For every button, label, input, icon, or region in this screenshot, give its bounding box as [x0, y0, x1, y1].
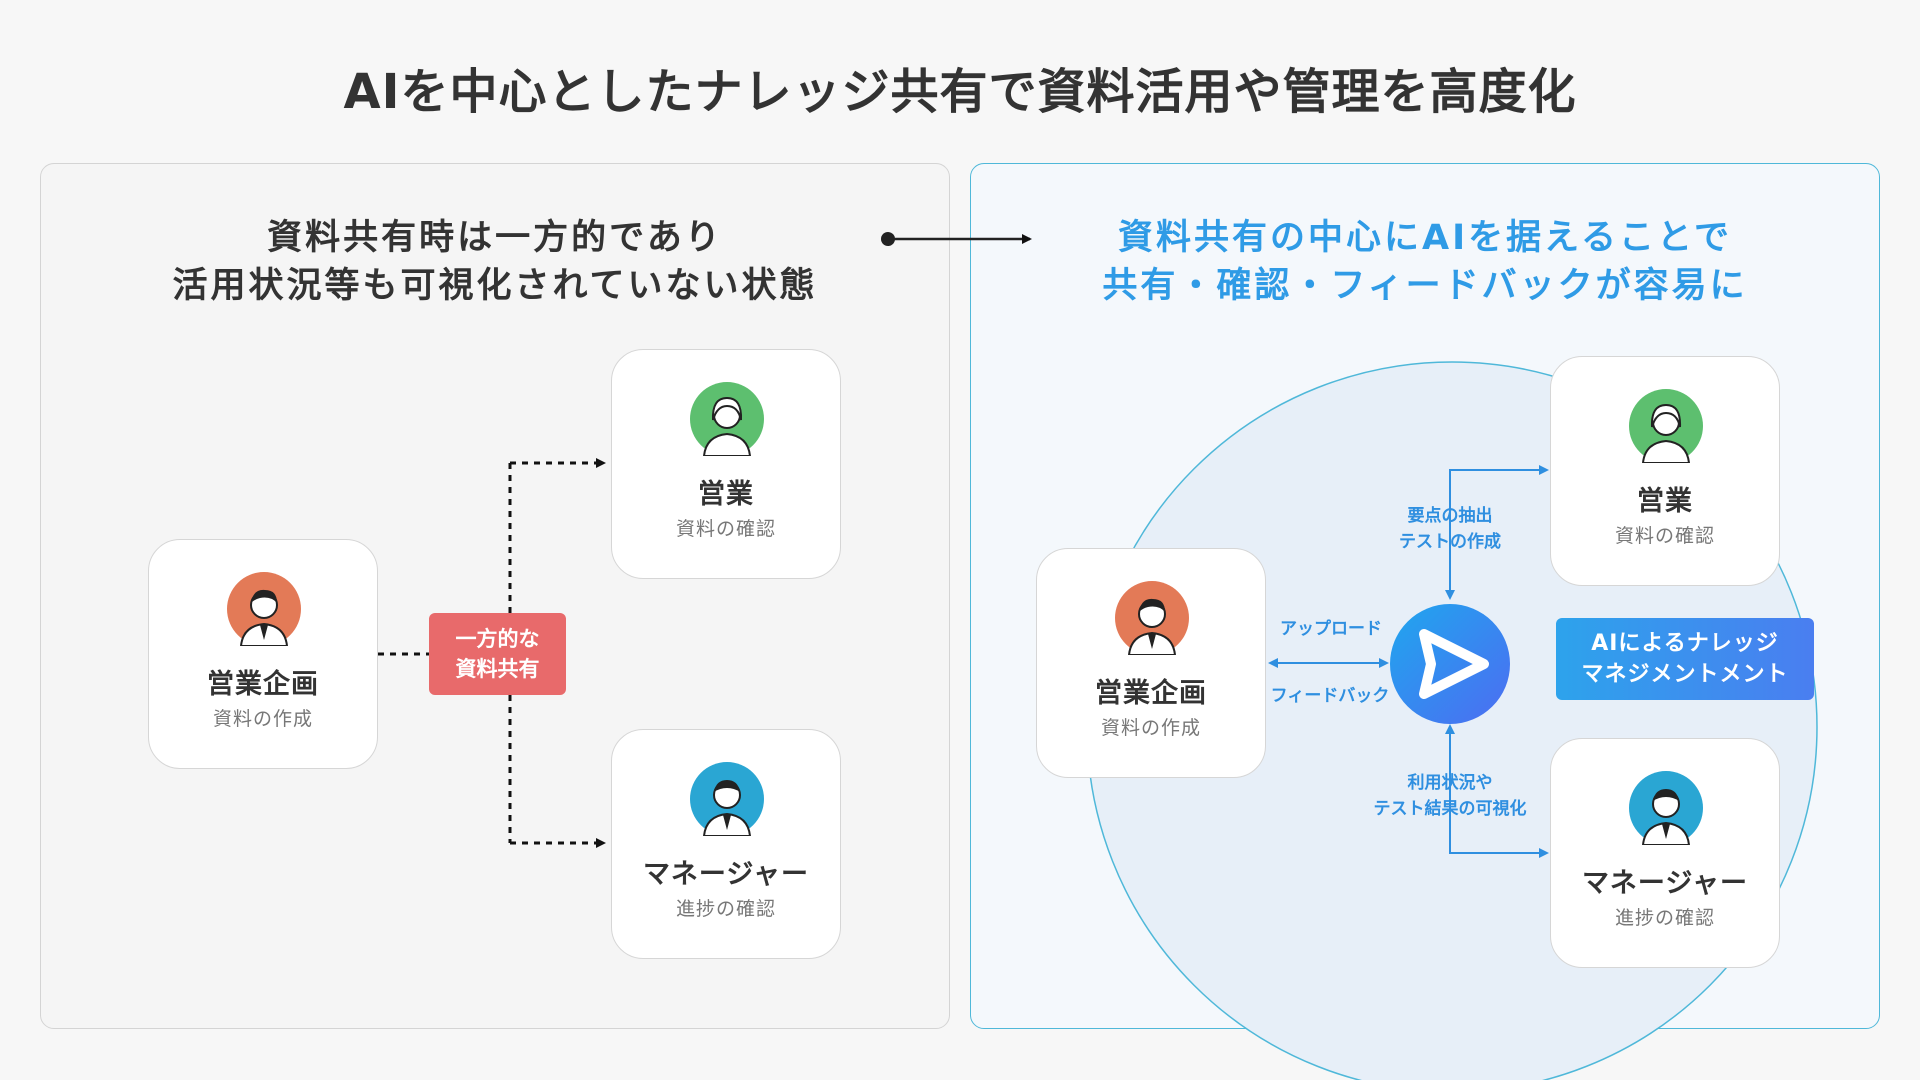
sales-person-icon: [1629, 389, 1703, 463]
manager-role-task: 進捗の確認: [675, 898, 776, 920]
planning-role-title: 営業企画: [1095, 678, 1207, 709]
extraction-label-line2: テストの作成: [1399, 532, 1501, 552]
manager-person-icon: [690, 762, 764, 836]
visualization-label-line1: 利用状況や: [1407, 773, 1493, 793]
extraction-label: 要点の抽出 テストの作成: [1370, 503, 1530, 555]
current-state-heading-line2: 活用状況等も可視化されていない状態: [172, 266, 818, 306]
future-state-heading-line2: 共有・確認・フィードバックが容易に: [1102, 266, 1748, 306]
manager-role-task: 進捗の確認: [1614, 907, 1715, 929]
sales-role-task: 資料の確認: [675, 518, 776, 540]
planning-person-icon: [1115, 581, 1189, 655]
ai-flow-connectors: [1268, 465, 1549, 858]
future-state-heading-line1: 資料共有の中心にAIを据えることで: [1117, 218, 1732, 258]
ai-tag-line2: マネジメントメント: [1581, 662, 1789, 687]
sales-role-task: 資料の確認: [1614, 525, 1715, 547]
one-way-share-tag: 一方的な 資料共有: [429, 613, 566, 695]
manager-card-left: マネージャー 進捗の確認: [611, 729, 841, 959]
ai-knowledge-management-tag: AIによるナレッジ マネジメントメント: [1556, 618, 1814, 700]
planning-card-left: 営業企画 資料の作成: [148, 539, 378, 769]
sales-card-left: 営業 資料の確認: [611, 349, 841, 579]
sales-person-icon: [690, 382, 764, 456]
manager-person-icon: [1629, 771, 1703, 845]
future-state-heading: 資料共有の中心にAIを据えることで 共有・確認・フィードバックが容易に: [971, 214, 1879, 310]
sales-role-title: 営業: [698, 479, 754, 510]
visualization-label: 利用状況や テスト結果の可視化: [1345, 770, 1555, 822]
visualization-label-line2: テスト結果の可視化: [1373, 799, 1527, 819]
extraction-label-line1: 要点の抽出: [1407, 506, 1493, 526]
transition-arrow: [881, 232, 1032, 246]
planning-card-right: 営業企画 資料の作成: [1036, 548, 1266, 778]
ai-hub-icon: [1390, 604, 1510, 724]
one-way-share-connectors: [378, 458, 606, 848]
planning-person-icon: [227, 572, 301, 646]
feedback-label: フィードバック: [1270, 686, 1390, 706]
planning-role-title: 営業企画: [207, 669, 319, 700]
one-way-share-tag-line2: 資料共有: [455, 657, 540, 681]
planning-role-task: 資料の作成: [1100, 717, 1201, 739]
current-state-heading: 資料共有時は一方的であり 活用状況等も可視化されていない状態: [41, 214, 949, 310]
manager-role-title: マネージャー: [642, 859, 810, 890]
manager-card-right: マネージャー 進捗の確認: [1550, 738, 1780, 968]
page-title: AIを中心としたナレッジ共有で資料活用や管理を高度化: [343, 64, 1577, 120]
sales-role-title: 営業: [1637, 486, 1693, 517]
planning-role-task: 資料の作成: [212, 708, 313, 730]
manager-role-title: マネージャー: [1581, 868, 1749, 899]
current-state-heading-line1: 資料共有時は一方的であり: [267, 218, 723, 258]
one-way-share-tag-line1: 一方的な: [455, 627, 540, 651]
upload-label: アップロード: [1280, 619, 1382, 639]
ai-tag-line1: AIによるナレッジ: [1591, 631, 1779, 656]
sales-card-right: 営業 資料の確認: [1550, 356, 1780, 586]
